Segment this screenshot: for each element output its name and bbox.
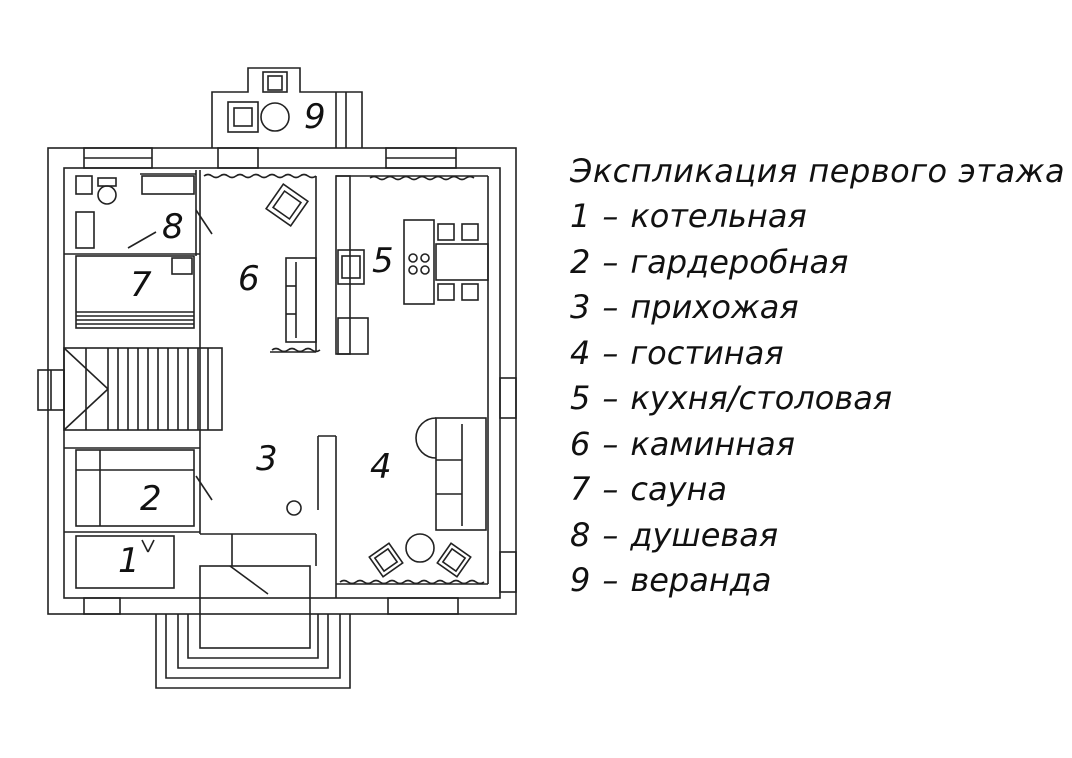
legend-item: 4–гостиная [570, 331, 1065, 377]
legend-item: 8–душевая [570, 513, 1065, 559]
veranda [211, 67, 363, 148]
room-label-7: 7 [130, 265, 152, 305]
wardrobe-and-boiler-fixtures [75, 449, 213, 589]
legend-item: 3–прихожая [570, 285, 1065, 331]
room-labels: 9 8 7 6 5 4 3 2 1 [118, 97, 394, 581]
room-legend: Экспликация первого этажа 1–котельная 2–… [570, 148, 1065, 604]
legend-item-number: 9 [570, 561, 591, 599]
legend-item-name: гостиная [630, 333, 784, 372]
staircase [63, 347, 223, 431]
legend-item-name: душевая [630, 515, 779, 554]
legend-separator: – [602, 515, 619, 554]
legend-item-name: веранда [630, 561, 772, 599]
legend-item-number: 6 [570, 424, 591, 463]
legend-item: 1–котельная [570, 194, 1065, 240]
legend-item-name: сауна [630, 470, 728, 508]
room-label-5: 5 [372, 241, 394, 281]
legend-separator: – [602, 333, 619, 372]
kitchen-furniture [337, 219, 489, 355]
legend-item: 2–гардеробная [570, 240, 1065, 286]
entrance-porch [155, 565, 351, 689]
legend-separator: – [602, 561, 619, 599]
room-label-9: 9 [304, 97, 326, 137]
legend-item-number: 5 [570, 379, 591, 417]
legend-item: 5–кухня/столовая [570, 376, 1065, 422]
legend-item-name: прихожая [630, 288, 799, 326]
living-room-furniture [286, 417, 487, 578]
legend-item-number: 1 [570, 197, 591, 235]
legend-item-number: 8 [570, 515, 591, 554]
legend-separator: – [602, 470, 619, 508]
legend-separator: – [602, 424, 619, 463]
legend-item-number: 3 [570, 288, 591, 326]
sauna-fixtures [75, 255, 195, 329]
room-label-8: 8 [162, 207, 184, 247]
legend-item-name: каминная [630, 424, 795, 463]
legend-title: Экспликация первого этажа [570, 152, 1066, 190]
legend-item: 9–веранда [570, 558, 1065, 604]
room-label-4: 4 [370, 447, 392, 487]
legend-item-name: гардеробная [630, 242, 849, 281]
legend-item-number: 7 [570, 470, 591, 508]
legend-separator: – [602, 288, 619, 326]
legend-item-number: 4 [570, 333, 591, 372]
legend-separator: – [602, 242, 619, 281]
legend-list: 1–котельная 2–гардеробная 3–прихожая 4–г… [570, 194, 1065, 604]
windows [37, 147, 517, 615]
legend-item-name: кухня/столовая [630, 379, 893, 417]
room-label-3: 3 [256, 439, 278, 479]
shower-room-fixtures [75, 173, 213, 249]
legend-item: 6–каминная [570, 422, 1065, 468]
legend-item: 7–сауна [570, 467, 1065, 513]
room-label-2: 2 [140, 479, 162, 519]
legend-item-number: 2 [570, 242, 591, 281]
legend-separator: – [602, 197, 619, 235]
room-label-6: 6 [238, 259, 260, 299]
legend-separator: – [602, 379, 619, 417]
legend-item-name: котельная [630, 197, 807, 235]
room-label-1: 1 [118, 541, 140, 581]
fireplace-room-furniture [264, 182, 317, 343]
